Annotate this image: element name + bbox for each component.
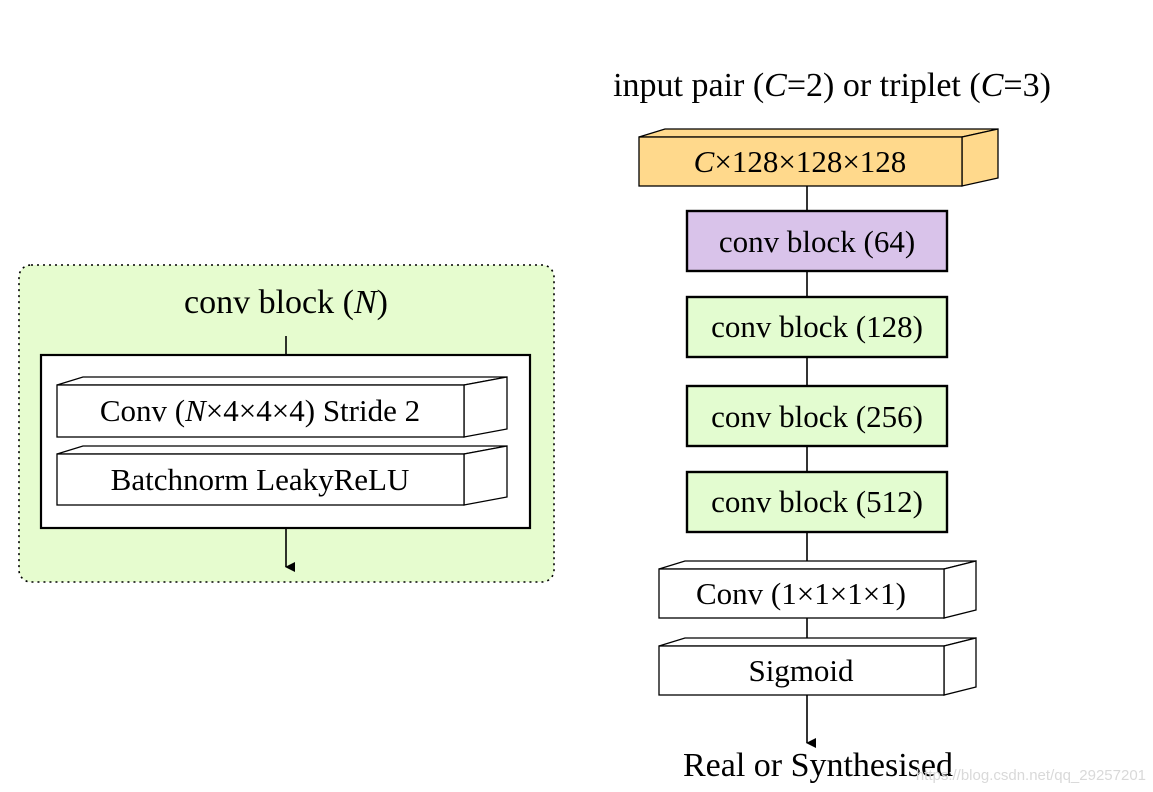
input-tensor: C×128×128×128: [638, 128, 999, 187]
conv-block-64: conv block (64): [685, 209, 949, 273]
legend-norm-label: Batchnorm LeakyReLU: [111, 462, 410, 497]
conv-block-512-label: conv block (512): [711, 484, 923, 519]
conv-block-128: conv block (128): [685, 295, 949, 359]
conv-block-256: conv block (256): [685, 384, 949, 448]
sigmoid-layer: Sigmoid: [658, 637, 977, 696]
legend-title: conv block (N): [184, 284, 388, 321]
conv-block-64-label: conv block (64): [719, 224, 915, 259]
legend-norm-layer: Batchnorm LeakyReLU: [56, 445, 508, 506]
conv-block-128-label: conv block (128): [711, 309, 923, 344]
legend-conv-layer: Conv (N×4×4×4) Stride 2: [56, 376, 508, 438]
legend-conv-label: Conv (N×4×4×4) Stride 2: [100, 393, 420, 428]
input-label: input pair (C=2) or triplet (C=3): [613, 67, 1051, 104]
watermark: https://blog.csdn.net/qq_29257201: [916, 767, 1146, 784]
legend-conv-block: conv block (N) Conv (N×4×4×4) Stride 2 B…: [18, 264, 555, 583]
conv-block-256-label: conv block (256): [711, 399, 923, 434]
conv-block-512: conv block (512): [685, 470, 949, 534]
final-conv-layer: Conv (1×1×1×1): [658, 560, 977, 619]
pipeline: input pair (C=2) or triplet (C=3) C×128×…: [613, 67, 1051, 784]
input-tensor-label: C×128×128×128: [694, 144, 907, 179]
final-conv-label: Conv (1×1×1×1): [696, 576, 906, 611]
sigmoid-label: Sigmoid: [748, 653, 854, 688]
output-label: Real or Synthesised: [683, 747, 953, 784]
